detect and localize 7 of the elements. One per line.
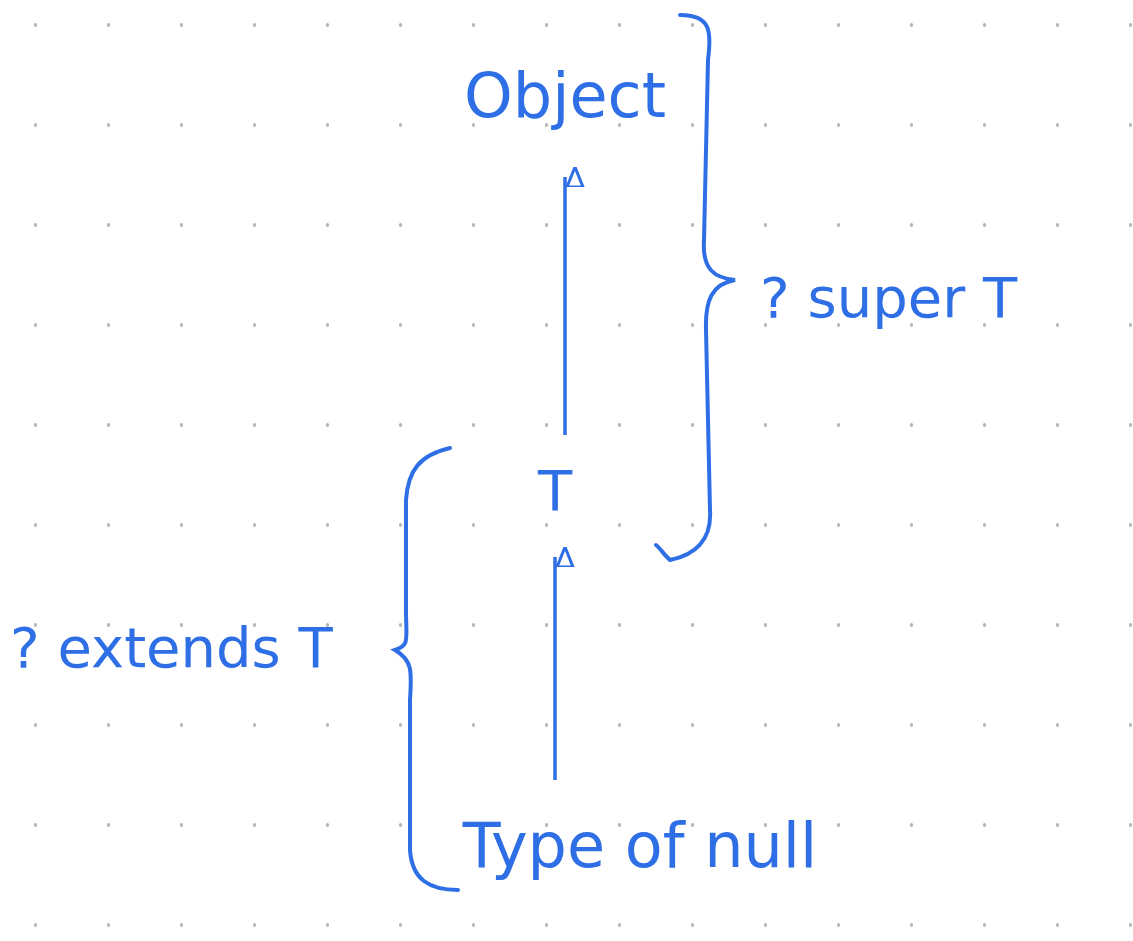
node-label: Type of null <box>462 808 818 882</box>
arrow <box>553 545 575 780</box>
arrow <box>563 165 585 435</box>
bound-label: ? extends T <box>10 615 333 680</box>
bound-label: ? super T <box>760 265 1018 330</box>
node-label: T <box>537 457 573 523</box>
node-label: Object <box>464 58 666 132</box>
